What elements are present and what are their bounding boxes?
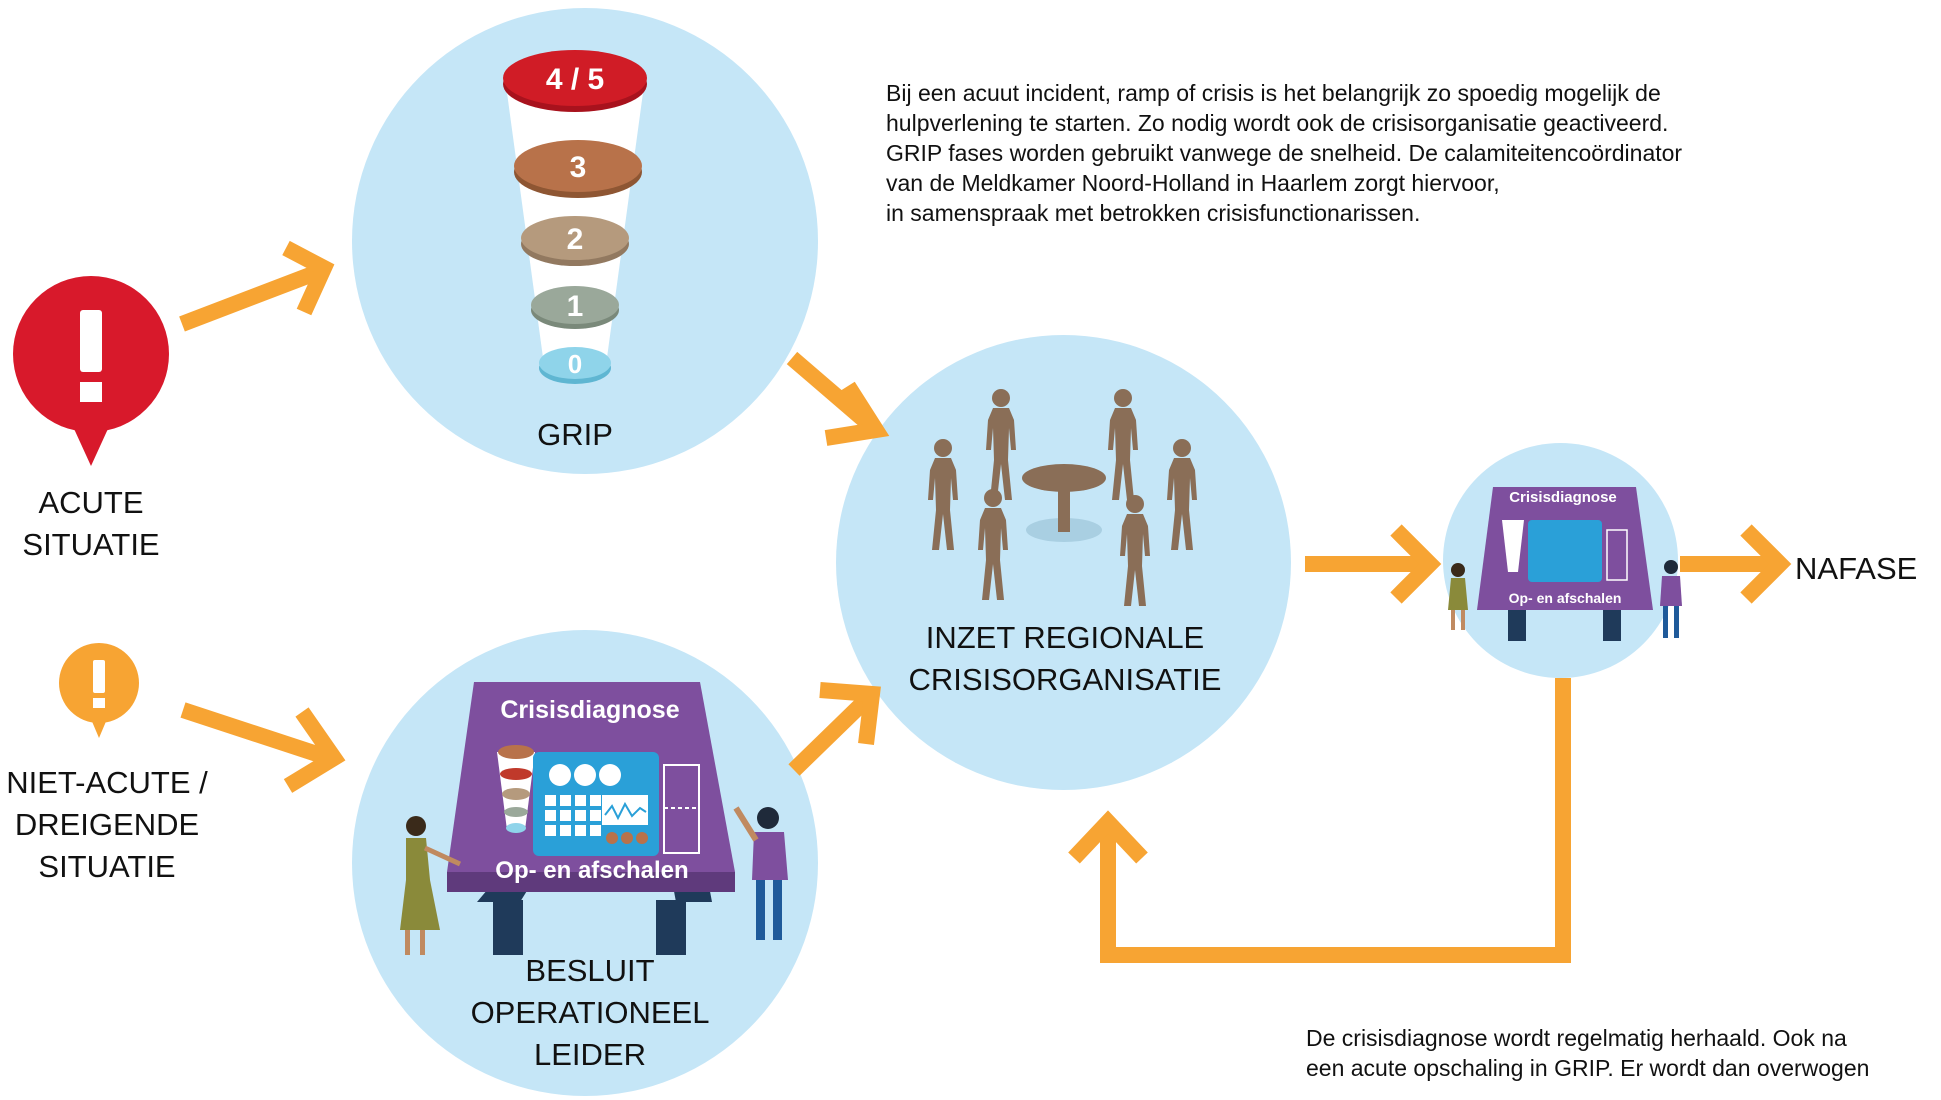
person-icon — [1448, 563, 1468, 630]
small-table-footer: Op- en afschalen — [1509, 590, 1622, 606]
grip-level-label: 2 — [567, 223, 584, 256]
alert-orange-icon — [59, 643, 139, 738]
arrow-icon — [788, 682, 881, 776]
crisis-table-icon: Crisisdiagnose Op- en afschalen — [447, 682, 735, 955]
paragraph-line: een acute opschaling in GRIP. Er wordt d… — [1306, 1055, 1870, 1081]
grip-level-3 — [514, 140, 642, 198]
inzet-label: INZET REGIONALE CRISISORGANISATIE — [880, 617, 1250, 701]
grip-level-1 — [531, 286, 619, 329]
table-title: Crisisdiagnose — [500, 696, 679, 724]
round-table — [1022, 464, 1106, 542]
besluit-label-line: OPERATIONEEL — [470, 995, 710, 1030]
person-icon — [928, 439, 958, 550]
paragraph-line: De crisisdiagnose wordt regelmatig herha… — [1306, 1025, 1847, 1051]
paragraph-line: GRIP fases worden gebruikt vanwege de sn… — [886, 140, 1683, 166]
nafase-label: NAFASE — [1795, 548, 1918, 590]
repeat-paragraph: De crisisdiagnose wordt regelmatig herha… — [1306, 1023, 1941, 1083]
grip-label: GRIP — [485, 414, 665, 456]
acute-situatie-label: ACUTE SITUATIE — [0, 482, 182, 566]
acute-label-line: SITUATIE — [22, 527, 160, 562]
besluit-label: BESLUIT OPERATIONEEL LEIDER — [440, 950, 740, 1076]
intro-paragraph: Bij een acuut incident, ramp of crisis i… — [886, 78, 1926, 228]
niet-acute-label-line: DREIGENDE — [14, 807, 200, 842]
person-icon — [1167, 439, 1197, 550]
niet-acute-label: NIET-ACUTE / DREIGENDE SITUATIE — [0, 762, 214, 888]
niet-acute-label-line: NIET-ACUTE / — [6, 765, 208, 800]
grip-level-label: 3 — [570, 151, 587, 184]
grip-level-4-5 — [503, 50, 647, 112]
acute-label-line: ACUTE — [38, 485, 144, 520]
person-icon — [1108, 389, 1138, 500]
besluit-label-line: LEIDER — [534, 1037, 646, 1072]
crisis-table-icon-small: Crisisdiagnose Op- en afschalen — [1477, 487, 1653, 641]
small-table-title: Crisisdiagnose — [1509, 489, 1617, 506]
person-icon — [1660, 560, 1682, 638]
arrow-icon — [179, 240, 335, 332]
arrow-icon — [180, 702, 346, 793]
feedback-arrow-icon — [1068, 678, 1571, 963]
table-footer: Op- en afschalen — [495, 857, 688, 884]
grip-level-2 — [521, 216, 629, 266]
besluit-label-line: BESLUIT — [525, 953, 655, 988]
paragraph-line: van de Meldkamer Noord-Holland in Haarle… — [886, 170, 1500, 196]
alert-red-icon — [13, 276, 169, 466]
arrow-icon — [786, 351, 890, 446]
grip-level-label: 1 — [567, 290, 584, 323]
grip-level-label: 4 / 5 — [546, 63, 604, 96]
arrow-icon — [1680, 524, 1792, 604]
grip-cone: 4 / 5 3 2 1 0 — [503, 50, 647, 384]
grip-label-text: GRIP — [537, 417, 613, 452]
person-icon — [1120, 495, 1150, 606]
person-icon — [400, 816, 462, 955]
inzet-label-line: CRISISORGANISATIE — [908, 662, 1222, 697]
person-icon — [733, 806, 788, 940]
grip-level-0 — [539, 347, 611, 384]
arrow-icon — [1305, 524, 1442, 604]
person-icon — [978, 489, 1008, 600]
person-icon — [986, 389, 1016, 500]
inzet-label-line: INZET REGIONALE — [925, 620, 1205, 655]
paragraph-line: in samenspraak met betrokken crisisfunct… — [886, 200, 1421, 226]
paragraph-line: Bij een acuut incident, ramp of crisis i… — [886, 80, 1661, 106]
inzet-circle — [836, 335, 1291, 790]
niet-acute-label-line: SITUATIE — [38, 849, 176, 884]
nafase-label-text: NAFASE — [1795, 551, 1918, 586]
paragraph-line: hulpverlening te starten. Zo nodig wordt… — [886, 110, 1669, 136]
grip-level-label: 0 — [568, 349, 582, 379]
